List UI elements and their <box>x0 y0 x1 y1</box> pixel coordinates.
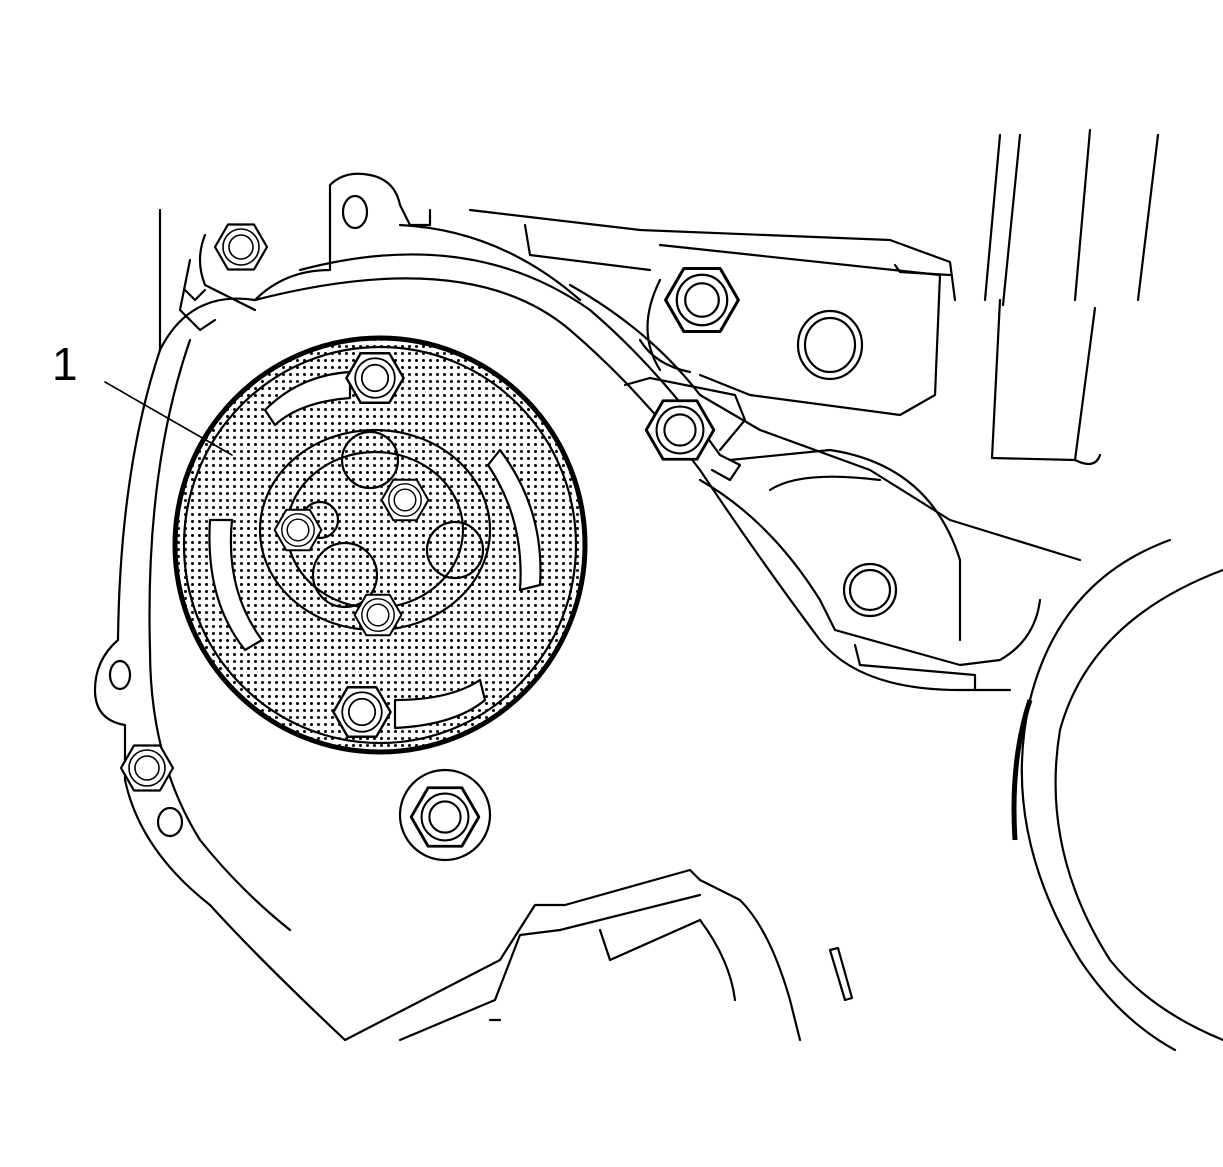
tensioner-arm <box>568 283 1082 692</box>
upper-bracket-plate <box>623 243 952 482</box>
housing-mount-holes <box>108 194 369 838</box>
left-hose-clip <box>178 233 257 332</box>
callout-label-1: 1 <box>52 338 78 390</box>
callout-1: 1 <box>52 338 233 456</box>
upper-right-bracket <box>983 128 1160 466</box>
crankshaft-pulley-edge <box>1011 538 1223 1052</box>
hex-bolt-icon <box>119 223 898 862</box>
water-pump-pulley <box>172 335 588 755</box>
